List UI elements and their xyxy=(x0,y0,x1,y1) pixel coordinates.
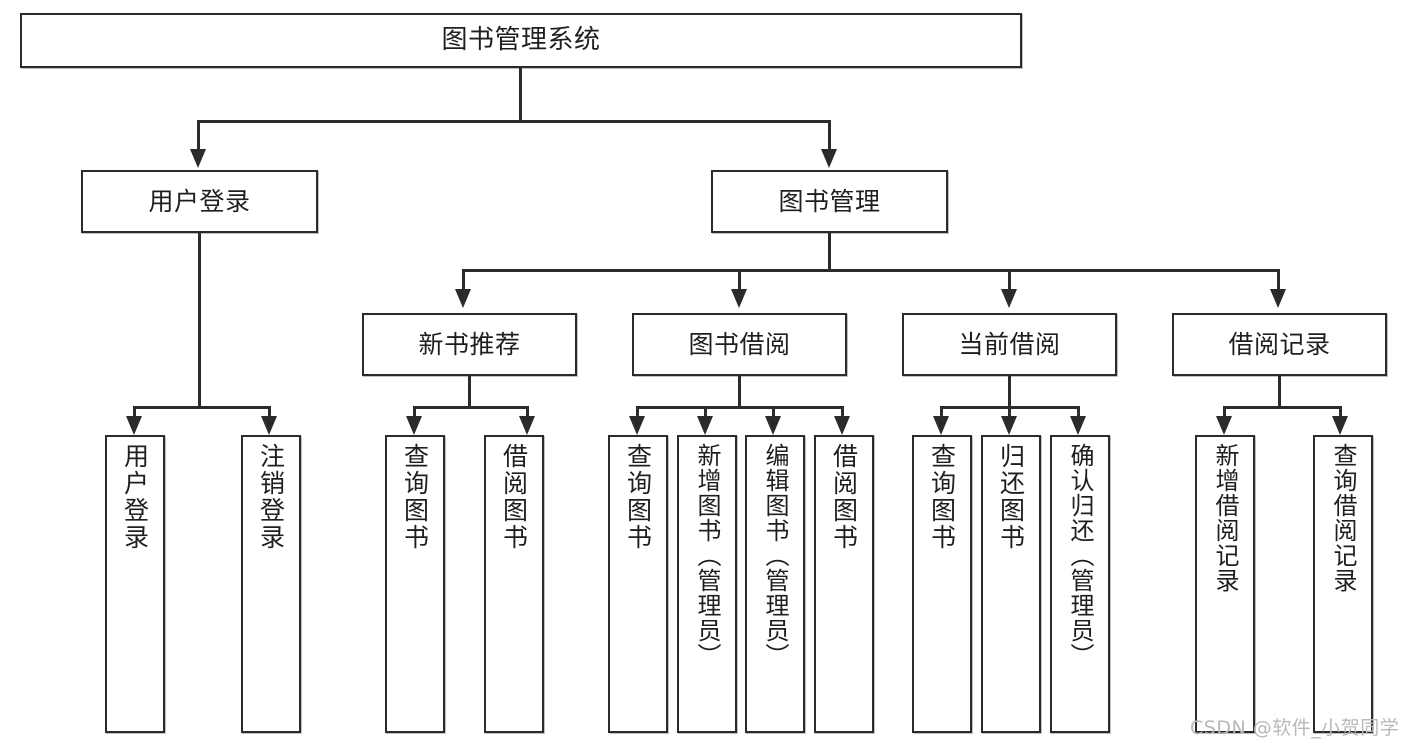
connector-current-borrow-drop-1 xyxy=(940,406,943,418)
connector-root-bus xyxy=(197,120,831,123)
node-user-login[interactable]: 用户登录 xyxy=(81,170,318,233)
arrow-current-borrow-leaf-2 xyxy=(1001,416,1017,435)
connector-current-borrow-drop-2 xyxy=(1008,406,1011,418)
leaf-book-borrow-edit[interactable]: 编辑图书（管理员） xyxy=(745,435,805,733)
leaf-borrow-record-add[interactable]: 新增借阅记录 xyxy=(1195,435,1255,733)
connector-current-borrow-stem xyxy=(1008,376,1011,408)
node-label: 查询图书 xyxy=(927,443,957,551)
node-label: 新书推荐 xyxy=(418,329,521,359)
watermark-credit: CSDN @软件_小贺同学 xyxy=(1190,717,1400,739)
node-label: 新增图书（管理员） xyxy=(693,443,721,668)
node-root-system[interactable]: 图书管理系统 xyxy=(20,13,1022,68)
connector-book-mgmt-drop-2 xyxy=(738,269,741,291)
node-book-borrow[interactable]: 图书借阅 xyxy=(632,313,847,376)
arrow-to-current-borrow xyxy=(1001,289,1017,308)
connector-new-book-bus xyxy=(413,406,529,409)
connector-user-login-drop-2 xyxy=(268,406,271,418)
node-label: 查询图书 xyxy=(400,443,430,551)
connector-book-mgmt-drop-3 xyxy=(1008,269,1011,291)
leaf-book-borrow-add[interactable]: 新增图书（管理员） xyxy=(677,435,737,733)
connector-book-mgmt-drop-1 xyxy=(462,269,465,291)
node-label: 图书管理 xyxy=(778,186,881,216)
arrow-to-user-login xyxy=(190,149,206,168)
arrow-user-login-leaf-2 xyxy=(261,416,277,435)
node-label: 借阅记录 xyxy=(1228,329,1331,359)
connector-borrow-record-bus xyxy=(1223,406,1342,409)
node-book-management[interactable]: 图书管理 xyxy=(711,170,948,233)
connector-book-mgmt-bus xyxy=(462,269,1280,272)
node-label: 新增借阅记录 xyxy=(1211,443,1239,593)
node-label: 当前借阅 xyxy=(958,329,1061,359)
connector-borrow-record-stem xyxy=(1278,376,1281,408)
arrow-current-borrow-leaf-1 xyxy=(933,416,949,435)
arrow-new-book-leaf-1 xyxy=(406,416,422,435)
arrow-user-login-leaf-1 xyxy=(126,416,142,435)
connector-book-borrow-drop-2 xyxy=(704,406,707,418)
connector-book-borrow-drop-3 xyxy=(772,406,775,418)
leaf-user-login-logout[interactable]: 注销登录 xyxy=(241,435,301,733)
leaf-new-book-borrow[interactable]: 借阅图书 xyxy=(484,435,544,733)
arrow-book-borrow-leaf-3 xyxy=(765,416,781,435)
leaf-new-book-query[interactable]: 查询图书 xyxy=(385,435,445,733)
node-label: 查询借阅记录 xyxy=(1329,443,1357,593)
arrow-borrow-record-leaf-1 xyxy=(1216,416,1232,435)
arrow-book-borrow-leaf-2 xyxy=(697,416,713,435)
connector-new-book-stem xyxy=(468,376,471,408)
arrow-to-new-book xyxy=(455,289,471,308)
leaf-current-borrow-confirm-return[interactable]: 确认归还（管理员） xyxy=(1050,435,1110,733)
arrow-to-borrow-record xyxy=(1270,289,1286,308)
connector-user-login-stem xyxy=(198,233,201,408)
connector-book-borrow-stem xyxy=(738,376,741,408)
connector-book-borrow-drop-4 xyxy=(841,406,844,418)
connector-user-login-bus xyxy=(133,406,271,409)
leaf-current-borrow-query[interactable]: 查询图书 xyxy=(912,435,972,733)
connector-borrow-record-drop-2 xyxy=(1339,406,1342,418)
connector-current-borrow-drop-3 xyxy=(1077,406,1080,418)
node-current-borrow[interactable]: 当前借阅 xyxy=(902,313,1117,376)
node-borrow-record[interactable]: 借阅记录 xyxy=(1172,313,1387,376)
leaf-book-borrow-query[interactable]: 查询图书 xyxy=(608,435,668,733)
node-label: 图书管理系统 xyxy=(441,25,601,56)
connector-new-book-drop-1 xyxy=(413,406,416,418)
connector-root-to-user-login xyxy=(197,120,200,151)
node-label: 归还图书 xyxy=(996,443,1026,551)
node-label: 图书借阅 xyxy=(688,329,791,359)
connector-book-borrow-bus xyxy=(636,406,844,409)
node-label: 注销登录 xyxy=(256,443,286,551)
arrow-book-borrow-leaf-4 xyxy=(834,416,850,435)
connector-book-mgmt-drop-4 xyxy=(1277,269,1280,291)
node-label: 借阅图书 xyxy=(829,443,859,551)
arrow-new-book-leaf-2 xyxy=(519,416,535,435)
leaf-book-borrow-borrow[interactable]: 借阅图书 xyxy=(814,435,874,733)
node-label: 借阅图书 xyxy=(499,443,529,551)
connector-book-borrow-drop-1 xyxy=(636,406,639,418)
node-label: 用户登录 xyxy=(148,186,251,216)
leaf-borrow-record-query[interactable]: 查询借阅记录 xyxy=(1313,435,1373,733)
node-new-book-recommend[interactable]: 新书推荐 xyxy=(362,313,577,376)
arrow-current-borrow-leaf-3 xyxy=(1070,416,1086,435)
connector-root-to-book-mgmt xyxy=(828,120,831,151)
node-label: 查询图书 xyxy=(623,443,653,551)
node-label: 确认归还（管理员） xyxy=(1066,443,1094,668)
arrow-to-book-borrow xyxy=(731,289,747,308)
node-label: 编辑图书（管理员） xyxy=(761,443,789,668)
connector-user-login-drop-1 xyxy=(133,406,136,418)
leaf-user-login-login[interactable]: 用户登录 xyxy=(105,435,165,733)
node-label: 用户登录 xyxy=(120,443,150,551)
arrow-book-borrow-leaf-1 xyxy=(629,416,645,435)
leaf-current-borrow-return[interactable]: 归还图书 xyxy=(981,435,1041,733)
connector-root-stem xyxy=(519,68,522,120)
arrow-to-book-mgmt xyxy=(821,149,837,168)
connector-borrow-record-drop-1 xyxy=(1223,406,1226,418)
connector-book-mgmt-stem xyxy=(828,233,831,271)
connector-new-book-drop-2 xyxy=(526,406,529,418)
arrow-borrow-record-leaf-2 xyxy=(1332,416,1348,435)
